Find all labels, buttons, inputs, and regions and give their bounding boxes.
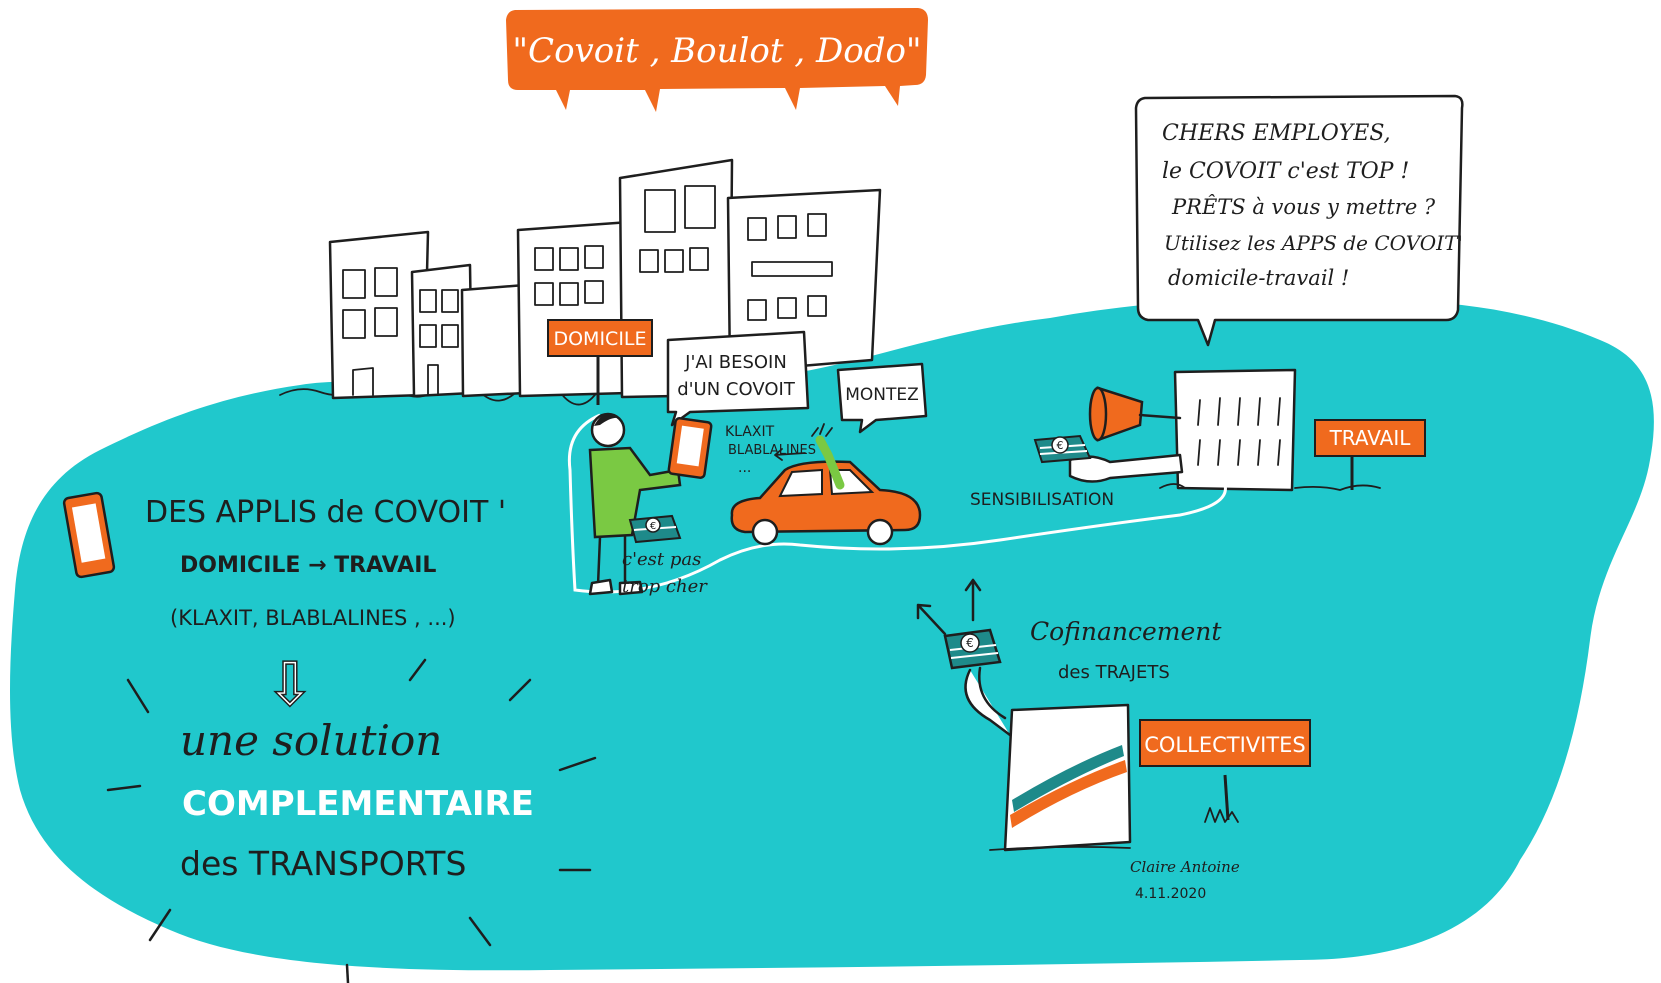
summary-line4: une solution [180, 716, 442, 765]
svg-text:CHERS EMPLOYES,: CHERS EMPLOYES, [1162, 121, 1391, 146]
price-note: € c'est pas trop cher [622, 514, 708, 597]
summary-block: DES APPLIS de COVOIT ' DOMICILE → TRAVAI… [106, 495, 597, 983]
title-banner: "Covoit , Boulot , Dodo" [506, 8, 928, 112]
summary-line3: (KLAXIT, BLABLALINES , ...) [170, 606, 456, 630]
app-blablalines: BLABLALINES [728, 443, 816, 458]
summary-line6: des TRANSPORTS [180, 844, 466, 883]
euro-symbol: € [966, 636, 974, 650]
cofinancement-line1: Cofinancement [1030, 617, 1222, 646]
phone-icon [62, 491, 116, 579]
svg-text:J'AI BESOIN: J'AI BESOIN [684, 352, 787, 373]
collectivites-sign: COLLECTIVITES [1139, 719, 1311, 823]
money-stack-icon: € [1033, 434, 1092, 464]
travail-label: TRAVAIL [1329, 426, 1412, 450]
title-text: "Covoit , Boulot , Dodo" [512, 31, 921, 71]
summary-line1: DES APPLIS de COVOIT ' [145, 495, 506, 530]
sensibilisation-label: SENSIBILISATION [970, 490, 1114, 510]
svg-text:trop cher: trop cher [622, 576, 708, 597]
collectivites-label: COLLECTIVITES [1144, 733, 1306, 757]
travail-sign: TRAVAIL [1314, 419, 1426, 490]
domicile-label: DOMICILE [553, 328, 646, 350]
svg-text:Cofinancement: Cofinancement [1030, 617, 1222, 646]
signature-date: 4.11.2020 [1135, 886, 1206, 902]
cofinancement-line2: des TRAJETS [1058, 662, 1170, 683]
driver-speech-text: MONTEZ [845, 385, 919, 405]
price-note-line2: trop cher [622, 576, 708, 597]
svg-text:KLAXIT: KLAXIT [725, 424, 775, 440]
svg-text:PRÊTS à vous y mettre ?: PRÊTS à vous y mettre ? [1171, 195, 1436, 219]
euro-symbol: € [650, 521, 656, 532]
person-figure [588, 412, 713, 596]
megaphone-icon [1088, 386, 1182, 442]
money-stack-icon: € [943, 628, 1002, 670]
signature-name: Claire Antoine [1130, 858, 1240, 876]
svg-text:Claire Antoine: Claire Antoine [1130, 858, 1240, 876]
svg-text:...: ... [738, 460, 751, 476]
svg-text:domicile-travail !: domicile-travail ! [1168, 266, 1349, 290]
svg-text:BLABLALINES: BLABLALINES [728, 443, 816, 458]
svg-text:4.11.2020: 4.11.2020 [1135, 886, 1206, 902]
money-stack-icon: € [628, 514, 682, 544]
employer-line1: CHERS EMPLOYES, [1162, 121, 1391, 146]
svg-text:d'UN COVOIT: d'UN COVOIT [677, 379, 796, 400]
sensibilisation-money: € SENSIBILISATION [970, 434, 1184, 510]
artist-signature: Claire Antoine 4.11.2020 [1130, 858, 1240, 902]
phone-apps-list: KLAXIT BLABLALINES ... [725, 424, 816, 476]
price-note-line1: c'est pas [622, 549, 701, 570]
cofinancement-group: € Cofinancement des TRAJETS [916, 578, 1222, 683]
person-speech-line1: J'AI BESOIN [684, 352, 787, 373]
domicile-sign: DOMICILE [547, 319, 653, 405]
employer-line3: PRÊTS à vous y mettre ? [1171, 195, 1436, 219]
driver-speech-bubble: MONTEZ [836, 362, 928, 434]
app-more: ... [738, 460, 751, 476]
person-speech-bubble: J'AI BESOIN d'UN COVOIT [666, 330, 810, 427]
svg-text:le COVOIT c'est TOP !: le COVOIT c'est TOP ! [1162, 159, 1409, 184]
employer-speech-bubble: CHERS EMPLOYES, le COVOIT c'est TOP ! PR… [1134, 94, 1464, 347]
person-speech-line2: d'UN COVOIT [677, 379, 796, 400]
svg-text:Utilisez les APPS de COVOIT': Utilisez les APPS de COVOIT' [1164, 231, 1463, 255]
summary-line2: DOMICILE → TRAVAIL [180, 553, 436, 578]
car-icon [730, 423, 922, 546]
summary-line5: COMPLEMENTAIRE [182, 784, 534, 824]
collectivites-building [964, 666, 1132, 852]
route-line [567, 413, 1227, 594]
employer-line2: le COVOIT c'est TOP ! [1162, 159, 1409, 184]
employer-line4: Utilisez les APPS de COVOIT' [1164, 231, 1463, 255]
svg-text:des TRAJETS: des TRAJETS [1058, 662, 1170, 683]
svg-text:c'est pas: c'est pas [622, 549, 701, 570]
office-building [1159, 368, 1381, 492]
app-klaxit: KLAXIT [725, 424, 775, 440]
summary-down-arrow: ⇩ [265, 650, 315, 720]
phone-icon [667, 417, 713, 479]
euro-symbol: € [1057, 439, 1064, 452]
employer-line5: domicile-travail ! [1168, 266, 1349, 290]
